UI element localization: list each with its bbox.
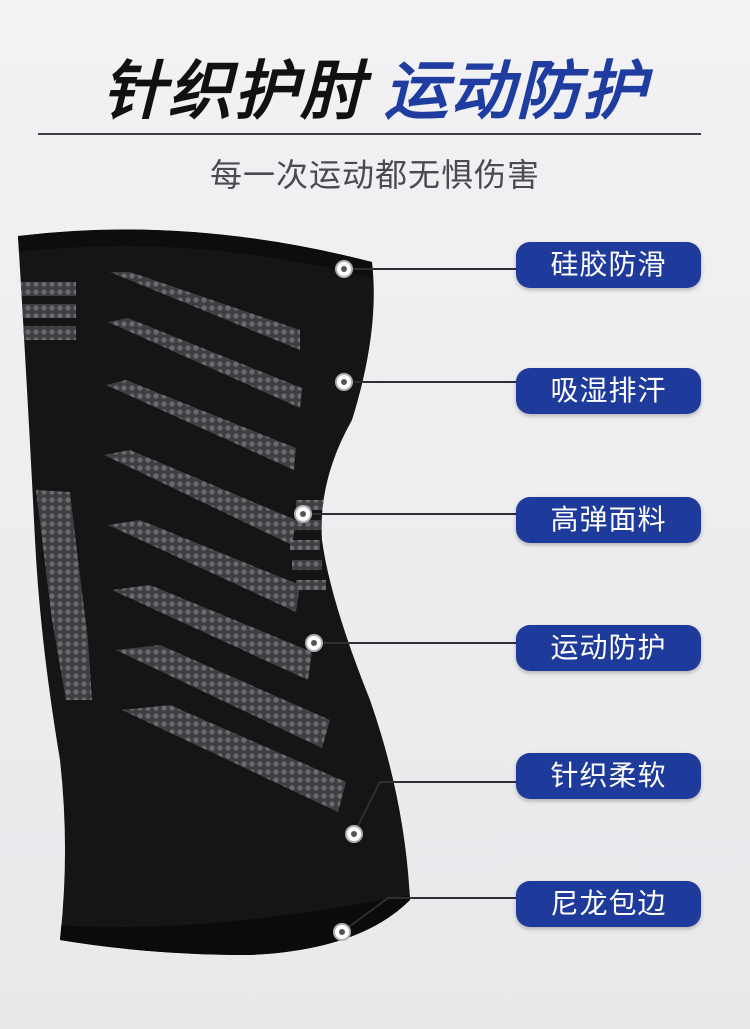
page-title: 针织护肘运动防护 (0, 40, 750, 132)
feature-pill-3: 高弹面料 (516, 497, 701, 543)
diagonal-knit-stripes (104, 272, 346, 812)
callout-dots (294, 260, 363, 941)
feature-pill-1: 硅胶防滑 (516, 242, 701, 288)
feature-pill-6: 尼龙包边 (516, 881, 701, 927)
leader-lines (303, 268, 516, 933)
page-subtitle: 每一次运动都无惧伤害 (209, 156, 540, 194)
title-main: 针织护肘 (102, 55, 366, 129)
feature-pill-2: 吸湿排汗 (516, 368, 701, 414)
title-divider (38, 133, 701, 135)
top-cuff (18, 229, 372, 278)
feature-pill-4: 运动防护 (516, 625, 701, 671)
title-accent: 运动防护 (384, 55, 648, 129)
feature-pill-5: 针织柔软 (516, 753, 701, 799)
left-side-stripes (18, 282, 76, 340)
right-edge-stripes (290, 500, 326, 590)
left-knit-panel (36, 490, 92, 700)
